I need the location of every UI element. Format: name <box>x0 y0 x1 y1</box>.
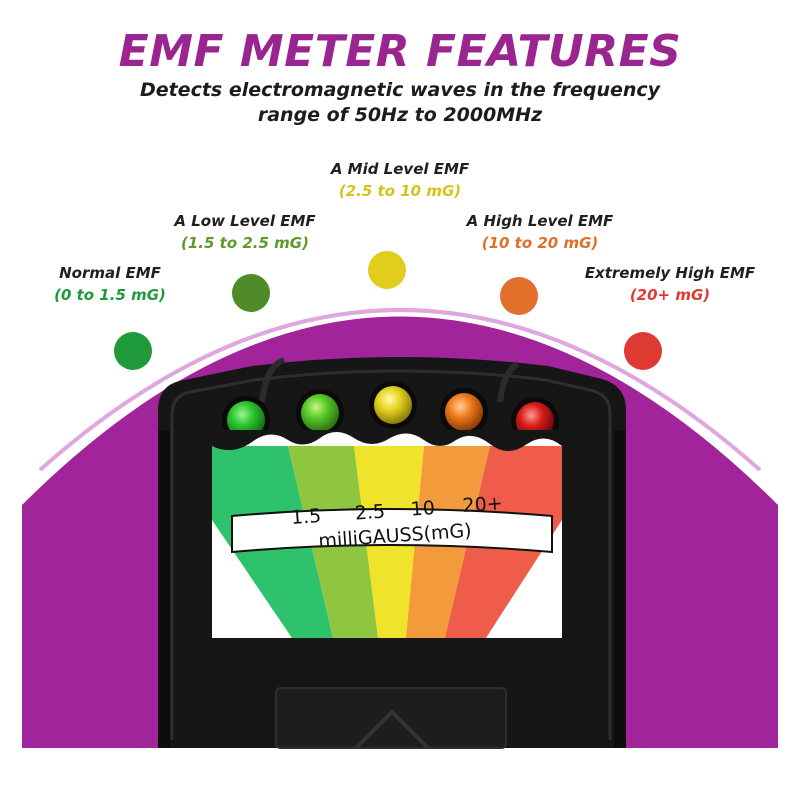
meter-body-sheen <box>170 369 612 740</box>
lower-panel <box>275 687 507 749</box>
orange-led <box>445 393 483 431</box>
extreme-level-dot <box>624 332 662 370</box>
left-hook <box>259 357 286 403</box>
right-grip <box>614 430 626 748</box>
level-name: A Low Level EMF <box>174 212 316 230</box>
subtitle-line-1: Detects electromagnetic waves in the fre… <box>139 79 661 101</box>
level-range: (10 to 20 mG) <box>481 234 599 252</box>
high-level-dot <box>500 277 538 315</box>
scale-value: 1.5 <box>290 504 322 530</box>
right-hook <box>497 361 520 403</box>
subtitle-line-2: range of 50Hz to 2000MHz <box>257 104 543 126</box>
scale-value: 10 <box>409 497 436 521</box>
up-arrow-icon <box>354 709 430 750</box>
level-range: (1.5 to 2.5 mG) <box>181 234 309 252</box>
light-green-led <box>301 394 339 432</box>
level-name: A High Level EMF <box>466 212 614 230</box>
page-title: EMF METER FEATURES <box>118 26 682 77</box>
scale-value: 20+ <box>461 492 504 518</box>
normal-level-dot <box>114 332 152 370</box>
level-name: Extremely High EMF <box>584 264 756 282</box>
dome-highlight-arc <box>38 308 762 472</box>
level-range: (0 to 1.5 mG) <box>54 286 166 304</box>
yellow-led <box>374 386 412 424</box>
mid-level-dot <box>368 251 406 289</box>
low-level-dot <box>232 274 270 312</box>
level-label-normal: Normal EMF (0 to 1.5 mG) <box>40 262 180 306</box>
level-range: (20+ mG) <box>629 286 711 304</box>
level-label-high: A High Level EMF (10 to 20 mG) <box>450 210 630 254</box>
level-name: A Mid Level EMF <box>330 160 470 178</box>
level-label-mid: A Mid Level EMF (2.5 to 10 mG) <box>310 158 490 202</box>
meter-face <box>212 430 562 638</box>
level-range: (2.5 to 10 mG) <box>338 182 462 200</box>
green-led <box>227 401 265 439</box>
scale-band <box>231 508 553 554</box>
scale-value: 2.5 <box>354 500 386 525</box>
level-label-extreme: Extremely High EMF (20+ mG) <box>572 262 768 306</box>
page-subtitle: Detects electromagnetic waves in the fre… <box>0 78 800 128</box>
meter-face-wave <box>212 430 562 451</box>
level-name: Normal EMF <box>59 264 161 282</box>
left-grip <box>158 430 170 748</box>
level-label-low: A Low Level EMF (1.5 to 2.5 mG) <box>160 210 330 254</box>
